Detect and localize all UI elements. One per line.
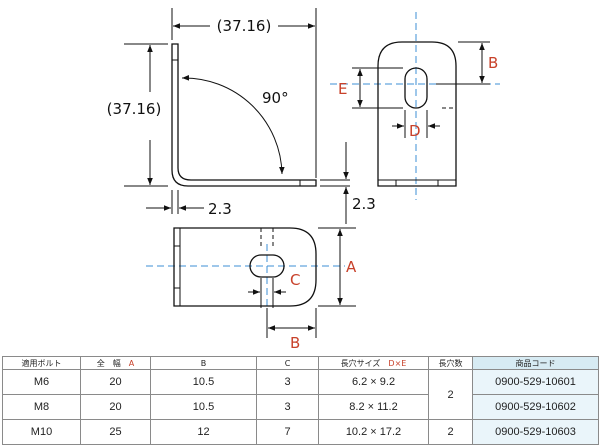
spec-table: 適用ボルト 全 幅 A B C 長穴サイズ D×E 長穴数 商品コード M6 2… (2, 356, 599, 445)
top-view: A C B (146, 227, 357, 352)
header-width: 全 幅 A (80, 356, 151, 370)
cell-bolt: M10 (2, 419, 81, 445)
side-view-outline (171, 43, 317, 187)
cell-c: 7 (256, 419, 319, 445)
header-width-letter: A (128, 358, 135, 368)
cell-b: 10.5 (150, 394, 257, 420)
header-slot-size: 長穴サイズ D×E (318, 356, 429, 370)
cell-a: 20 (80, 394, 151, 420)
width-dimension-label: (37.16) (217, 17, 272, 35)
thickness-left-label: 2.3 (208, 200, 232, 218)
front-view-slot (404, 67, 428, 109)
header-c: C (256, 356, 319, 370)
front-view-label-e: E (338, 80, 347, 98)
angle-label: 90° (262, 89, 289, 107)
cell-slot: 10.2 × 17.2 (318, 419, 429, 445)
header-b: B (150, 356, 257, 370)
table-row: M8 20 10.5 3 8.2 × 11.2 0900-529-10602 (2, 394, 599, 420)
top-view-label-c: C (290, 271, 300, 289)
cell-a: 20 (80, 369, 151, 395)
top-view-label-a: A (346, 258, 357, 276)
cell-c: 3 (256, 369, 319, 395)
header-code: 商品コード (472, 356, 599, 370)
table-row: M6 20 10.5 3 6.2 × 9.2 2 0900-529-10601 (2, 369, 599, 420)
side-view: (37.16) (37.16) 90° 2.3 2.3 (107, 8, 376, 224)
cell-b: 10.5 (150, 369, 257, 395)
cell-code: 0900-529-10601 (472, 369, 599, 395)
cell-code: 0900-529-10603 (472, 419, 599, 445)
header-slot-size-letters: D×E (388, 358, 407, 368)
cell-a: 25 (80, 419, 151, 445)
cell-count: 2 (428, 369, 473, 420)
cell-slot: 6.2 × 9.2 (318, 369, 429, 395)
angle-arc (181, 75, 285, 175)
spec-table-header-row: 適用ボルト 全 幅 A B C 長穴サイズ D×E 長穴数 商品コード (2, 356, 599, 370)
cell-bolt: M8 (2, 394, 81, 420)
cell-c: 3 (256, 394, 319, 420)
thickness-right-label: 2.3 (352, 195, 376, 213)
front-view-label-d: D (409, 122, 421, 140)
header-width-text: 全 幅 (96, 358, 129, 368)
table-row: M10 25 12 7 10.2 × 17.2 2 0900-529-10603 (2, 419, 599, 445)
top-view-outline (173, 227, 317, 307)
cell-b: 12 (150, 419, 257, 445)
top-view-label-b: B (290, 334, 300, 352)
front-view: B E D (330, 12, 500, 200)
front-view-label-b: B (488, 54, 498, 72)
cell-count: 2 (428, 419, 473, 445)
cell-slot: 8.2 × 11.2 (318, 394, 429, 420)
height-dimension-label: (37.16) (107, 100, 162, 118)
header-bolt: 適用ボルト (2, 356, 81, 370)
header-slot-count: 長穴数 (428, 356, 473, 370)
cell-bolt: M6 (2, 369, 81, 395)
top-view-slot (249, 254, 285, 278)
header-slot-size-text: 長穴サイズ (340, 358, 389, 368)
bracket-technical-drawing: (37.16) (37.16) 90° 2.3 2.3 B (107, 8, 500, 352)
front-view-outline (377, 41, 457, 187)
cell-code: 0900-529-10602 (472, 394, 599, 420)
